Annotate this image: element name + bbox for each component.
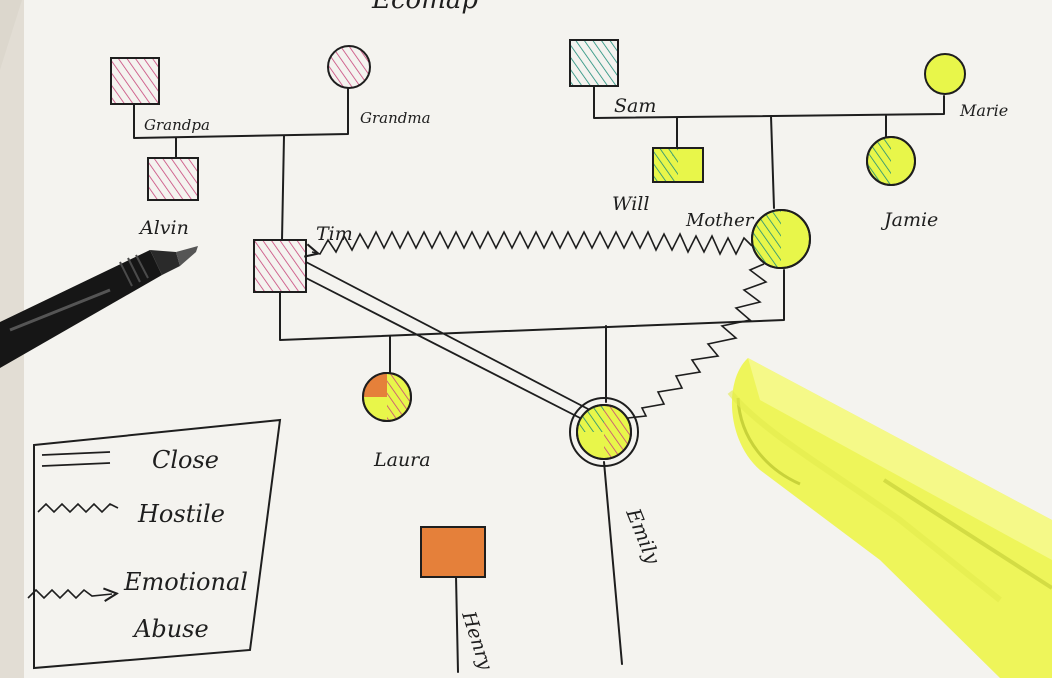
laura-symbol — [362, 372, 412, 422]
legend-box: Close Hostile Emotional Abuse — [27, 418, 282, 670]
henry-drop-line — [455, 575, 459, 673]
legend-hostile-item: Hostile — [37, 500, 225, 528]
label-grandma: Grandma — [360, 109, 431, 127]
header-fragment: Ecomap — [371, 0, 478, 15]
label-tim: Tim — [316, 223, 353, 245]
marie-symbol — [924, 53, 966, 95]
grandparents-marriage-line — [133, 87, 349, 139]
tim-symbol — [253, 239, 307, 293]
highlighter-object — [727, 358, 1052, 678]
close-relationship-tim-emily — [305, 261, 591, 421]
mother-descent-line — [770, 115, 775, 209]
tim-descent-line — [281, 135, 285, 241]
label-laura: Laura — [373, 449, 431, 471]
emotional-abuse-mother-tim — [312, 230, 753, 254]
emily-drop-line — [603, 461, 623, 665]
grandma-symbol — [327, 45, 371, 89]
legend-emotional-abuse-item: Emotional Abuse — [27, 568, 248, 643]
emily-symbol — [569, 397, 639, 467]
legend-close-item: Close — [41, 446, 219, 474]
will-symbol — [652, 147, 704, 183]
hostile-mother-emily — [627, 263, 768, 419]
jamie-symbol — [866, 136, 916, 186]
label-will: Will — [612, 193, 649, 215]
legend-close-label: Close — [152, 446, 219, 474]
tim-mother-marriage-line — [279, 269, 785, 341]
sam-marie-marriage-line — [593, 85, 945, 119]
alvin-symbol — [147, 157, 199, 201]
label-jamie: Jamie — [880, 209, 938, 231]
pen-object — [0, 246, 198, 368]
label-grandpa: Grandpa — [144, 116, 210, 134]
henry-symbol — [420, 526, 486, 578]
label-alvin: Alvin — [138, 217, 189, 239]
relationship-lines — [133, 85, 945, 673]
legend-hostile-label: Hostile — [137, 500, 225, 528]
legend-abuse-label: Abuse — [132, 615, 209, 643]
mother-symbol — [751, 209, 811, 269]
label-marie: Marie — [959, 101, 1008, 120]
label-sam: Sam — [614, 95, 656, 117]
sam-symbol — [569, 39, 619, 87]
legend-emotional-label: Emotional — [123, 568, 248, 596]
grandpa-symbol — [110, 57, 160, 105]
label-mother: Mother — [685, 210, 755, 231]
